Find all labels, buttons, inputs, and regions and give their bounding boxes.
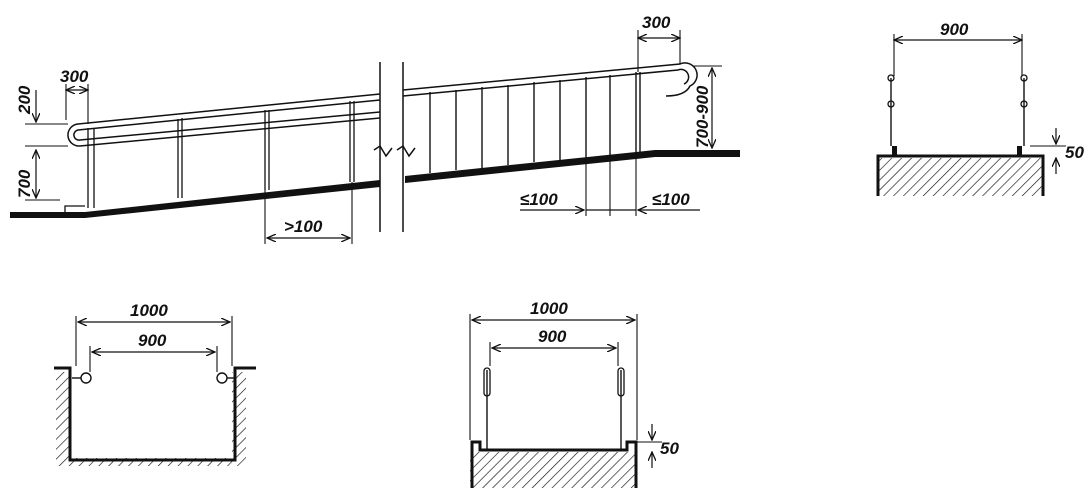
section-bottom-left-dim-1000: 1000 bbox=[130, 301, 168, 320]
curb-left bbox=[892, 146, 897, 156]
dim-gt100-label: >100 bbox=[284, 217, 323, 236]
section-bottom-middle-dim-50: 50 bbox=[660, 439, 679, 458]
dim-300-left-label: 300 bbox=[60, 67, 89, 86]
break-line bbox=[373, 62, 416, 232]
section-bottom-left-dim-900: 900 bbox=[138, 331, 167, 350]
rail-low-left bbox=[887, 100, 895, 108]
dim-le100-a-label: ≤100 bbox=[520, 190, 558, 209]
section-bottom-left-channel bbox=[54, 366, 256, 462]
section-bottom-middle-hatch bbox=[470, 452, 635, 488]
rail-top-right bbox=[1020, 74, 1028, 82]
section-bottom-left-hatch bbox=[56, 372, 246, 466]
section-top-right-dim-50: 50 bbox=[1065, 143, 1084, 162]
panel-rail-left bbox=[483, 367, 491, 397]
section-bottom-middle-dim-1000: 1000 bbox=[530, 299, 568, 318]
section-top-right-floor-hatch bbox=[878, 158, 1043, 196]
dim-le100-b-label: ≤100 bbox=[652, 190, 690, 209]
ramp-start-step bbox=[64, 205, 85, 212]
panel-rail-right bbox=[617, 367, 625, 397]
curb-right bbox=[1017, 146, 1022, 156]
dim-le100: ≤100 ≤100 bbox=[520, 152, 700, 216]
section-bottom-left: 1000 900 bbox=[54, 301, 256, 466]
dim-gt100: >100 bbox=[264, 182, 353, 244]
ramp-floor-right bbox=[405, 150, 740, 183]
dim-200: 200 bbox=[15, 85, 68, 147]
channel-rail-left bbox=[80, 372, 92, 384]
dim-300-right: 300 bbox=[638, 13, 680, 72]
dim-200-label: 200 bbox=[15, 85, 34, 115]
ramp-elevation: 200 300 700 >100 300 bbox=[10, 13, 740, 244]
section-top-right-floor bbox=[876, 154, 1045, 196]
section-bottom-middle: 1000 900 50 bbox=[469, 299, 679, 488]
dim-700-900: 700-900 bbox=[692, 65, 722, 148]
dim-300-left: 300 bbox=[60, 67, 89, 124]
rail-low-right bbox=[1020, 100, 1028, 108]
section-top-right-dim-900: 900 bbox=[940, 20, 969, 39]
channel-rail-right bbox=[216, 372, 228, 384]
section-bottom-middle-dim-900: 900 bbox=[538, 327, 567, 346]
section-top-right: 900 50 bbox=[876, 20, 1084, 196]
handrail-left bbox=[67, 93, 381, 208]
dim-700-900-label: 700-900 bbox=[693, 85, 712, 148]
dim-700: 700 bbox=[15, 150, 60, 201]
handrail-right bbox=[402, 62, 698, 173]
ramp-floor-left bbox=[10, 180, 380, 218]
dim-300-right-label: 300 bbox=[642, 13, 671, 32]
dim-700-label: 700 bbox=[15, 169, 34, 198]
rail-top-left bbox=[887, 74, 895, 82]
